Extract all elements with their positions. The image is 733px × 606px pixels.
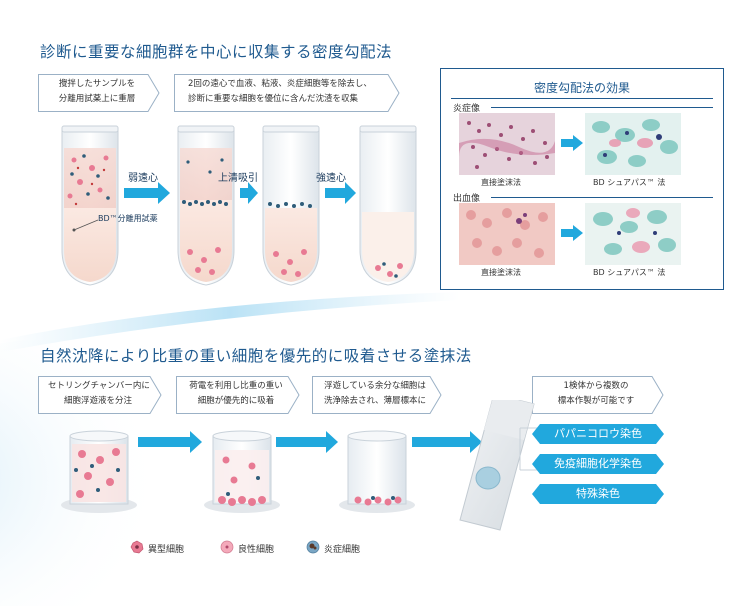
legend-inflammatory-label: 炎症細胞 [324,545,361,555]
section2-step1-line1: セトリングチャンバー内に [48,381,150,391]
section2-step4-line1: 1検体から複数の [563,381,629,391]
arrow2-label: 上清吸引 [218,173,258,184]
chamber-2 [204,430,280,513]
section2-step1-line2: 細胞浮遊液を分注 [63,396,132,406]
legend-benign-label: 良性細胞 [238,545,275,555]
section1-step2-line1: 2回の遠心で血液、粘液、炎症細胞等を除去し、 [188,79,372,89]
section1-tubes [61,125,417,286]
micrograph-inflammation-bd [585,113,681,175]
section1-step1-line1: 攪拌したサンプルを [58,79,136,89]
arrow1-label: 弱遠心 [128,173,158,184]
caption-direct-2: 直接塗沫法 [481,268,521,277]
tube-1 [61,125,119,286]
micrograph-bleeding-bd [585,203,681,265]
arrow3-label: 強遠心 [316,173,346,184]
legend-atypical-label: 異型細胞 [148,545,185,555]
section2-step2-line1: 荷電を利用し比重の重い [189,381,283,391]
panel-arrow-2 [561,225,583,241]
tube-3 [262,125,320,286]
bleeding-label: 出血像 [453,194,481,204]
chamber-3 [339,430,415,513]
inflammation-rule [491,107,713,108]
section2-title: 自然沈降により比重の重い細胞を優先的に吸着させる塗抹法 [40,347,472,365]
s2-arrow-2 [276,431,338,453]
caption-bd-2: BD シュアパス™ 法 [593,268,666,277]
section2-step3-line2: 洗浄除去され、薄層標本に [323,396,427,406]
section1-step2-line2: 診断に重要な細胞を優位に含んだ沈渣を収集 [188,94,359,104]
panel-title: 密度勾配法の効果 [533,81,630,95]
section2-step2-callout: 荷電を利用し比重の重い 細胞が優先的に吸着 [176,376,300,414]
section2-step3-callout: 浮遊している余分な細胞は 洗浄除去され、薄層標本に [312,376,442,414]
reagent-pointer [73,219,99,231]
chamber-1 [61,430,137,513]
stain-papanicolaou: パパニコロウ染色 [532,424,664,444]
bleeding-rule [491,197,713,198]
section1-step1-line2: 分離用試薬上に重層 [58,94,136,104]
section2-step1-callout: セトリングチャンバー内に 細胞浮遊液を分注 [38,376,162,414]
panel-arrow-1 [561,135,583,151]
micrograph-inflammation-direct [459,113,555,175]
section2-step3-line1: 浮遊している余分な細胞は [324,381,426,391]
section1-step1-callout: 攪拌したサンプルを 分離用試薬上に重層 [38,74,160,112]
caption-direct-1: 直接塗沫法 [481,178,521,187]
legend-inflammatory-icon [306,540,320,554]
micrograph-bleeding-direct [459,203,555,265]
legend-atypical-icon [130,540,144,554]
section1-title: 診断に重要な細胞群を中心に収集する密度勾配法 [40,43,393,61]
reagent-label: BD™分離用試薬 [98,214,158,223]
s2-arrow-3 [412,431,482,453]
s2-arrow-1 [138,431,202,453]
stain-special: 特殊染色 [532,484,664,504]
tube-2 [177,125,235,286]
density-gradient-effect-panel: 密度勾配法の効果 炎症像 直接塗沫法 BD シュアパス™ 法 出血像 [440,68,724,290]
tube-4 [359,125,417,286]
arrow-2 [240,182,258,204]
panel-title-rule [451,98,713,99]
arrow-1 [124,182,170,204]
arrow-3 [325,182,356,204]
caption-bd-1: BD シュアパス™ 法 [593,178,666,187]
section2-step4-line2: 標本作製が可能です [557,396,635,406]
legend-benign-icon [220,540,234,554]
glass-slide [459,400,535,531]
section1-step2-callout: 2回の遠心で血液、粘液、炎症細胞等を除去し、 診断に重要な細胞を優位に含んだ沈渣… [174,74,400,112]
section2-illustration [61,400,540,531]
stain-immunocytochemistry: 免疫細胞化学染色 [532,454,664,474]
inflammation-label: 炎症像 [453,104,481,114]
section2-step2-line2: 細胞が優先的に吸着 [197,396,275,406]
